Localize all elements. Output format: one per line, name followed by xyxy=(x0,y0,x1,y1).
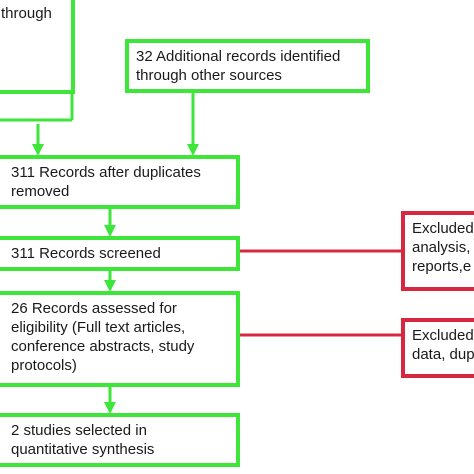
excluded-box-eligibility-text: Excluded data, dup xyxy=(412,327,474,363)
identification-box-other-sources: 32 Additional records identified through… xyxy=(125,39,370,93)
eligibility-box: 26 Records assessed for eligibility (Ful… xyxy=(0,291,240,387)
eligibility-box-text: 26 Records assessed for eligibility (Ful… xyxy=(11,300,195,374)
included-box: 2 studies selected in quantitative synth… xyxy=(0,413,240,467)
identification-box-database: through xyxy=(0,0,75,94)
identification-box-database-text: through xyxy=(1,5,52,22)
records-screened-box-text: 311 Records screened xyxy=(11,245,161,262)
excluded-box-screening-text: Excluded analysis, reports,e xyxy=(412,220,474,275)
records-screened-box: 311 Records screened xyxy=(0,236,240,271)
identification-box-other-sources-text: 32 Additional records identified through… xyxy=(136,48,341,84)
duplicates-removed-box: 311 Records after duplicates removed xyxy=(0,155,240,209)
duplicates-removed-box-text: 311 Records after duplicates removed xyxy=(11,164,201,200)
excluded-box-screening: Excluded analysis, reports,e xyxy=(401,211,474,291)
excluded-box-eligibility: Excluded data, dup xyxy=(401,318,474,378)
included-box-text: 2 studies selected in quantitative synth… xyxy=(11,422,155,458)
